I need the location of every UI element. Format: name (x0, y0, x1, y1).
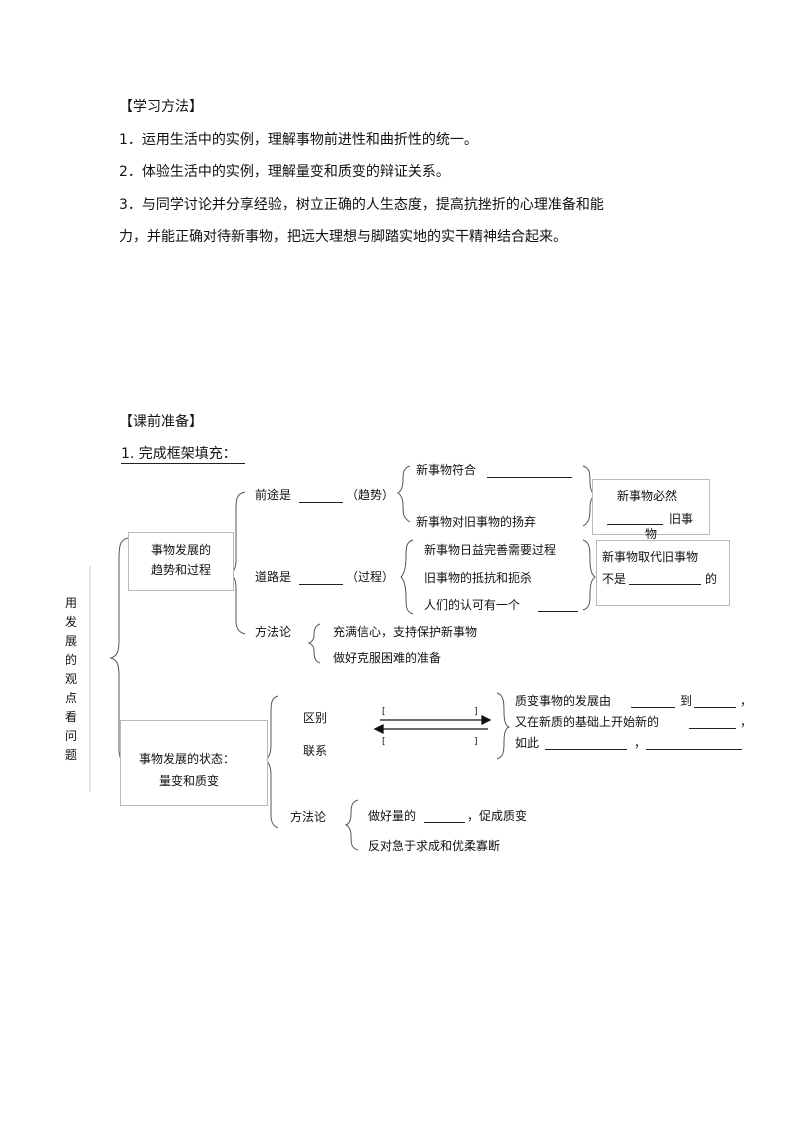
root-char: 用 (64, 596, 77, 610)
replace-box-line2a: 不是 (602, 572, 627, 586)
replace-blank[interactable] (629, 584, 701, 585)
study-method-item-3-cont: 力，并能正确对待新事物，把远大理想与脚踏实地的实干精神结合起来。 (119, 229, 567, 245)
arrow-bracket-1: [ (382, 707, 386, 717)
road-blank[interactable] (299, 584, 343, 585)
branch1-box-line2: 趋势和过程 (151, 563, 212, 577)
method2-item-2: 反对急于求成和优柔寡断 (368, 839, 501, 853)
method2-item-1b: ，促成质变 (467, 809, 528, 823)
new-things-box: 新事物必然 旧事 物 (592, 479, 710, 541)
quality-blank-3[interactable] (689, 728, 736, 729)
root-char: 题 (64, 748, 77, 762)
quality-line2b: ， (740, 715, 753, 729)
road-item-1: 新事物日益完善需要过程 (424, 543, 557, 557)
study-method-item-2: 2．体验生活中的实例，理解量变和质变的辩证关系。 (119, 164, 450, 180)
future-blank[interactable] (299, 502, 343, 503)
replace-box-line2b: 的 (705, 572, 718, 586)
quality-line3b: ， (634, 736, 647, 750)
method1-item-2: 做好克服困难的准备 (333, 651, 442, 665)
study-method-item-1: 1．运用生活中的实例，理解事物前进性和曲折性的统一。 (119, 132, 478, 148)
branch1-box: 事物发展的 趋势和过程 (128, 532, 234, 591)
method1-brace (307, 623, 321, 664)
link-label: 联系 (303, 744, 328, 758)
arrow-bracket-2: ] (474, 707, 478, 717)
quality-line1b: 到 (680, 694, 693, 708)
branch2-box: 事物发展的状态： 量变和质变 (120, 720, 268, 806)
quality-blank-1[interactable] (631, 707, 675, 708)
branch2-box-line1: 事物发展的状态： (139, 752, 236, 766)
new-things-box-line1: 新事物必然 (617, 489, 678, 503)
root-char: 展 (64, 634, 77, 648)
root-char: 点 (64, 691, 77, 705)
method2-item-1a: 做好量的 (368, 809, 417, 823)
quality-line3a: 如此 (515, 736, 540, 750)
root-brace (109, 537, 129, 765)
future-label: 前途是 (255, 488, 292, 502)
future-item-2: 新事物对旧事物的扬弃 (416, 515, 537, 529)
quality-line1a: 质变事物的发展由 (515, 694, 612, 708)
replace-box-line1: 新事物取代旧事物 (602, 550, 699, 564)
method2-brace (344, 799, 359, 851)
road-item-3-blank[interactable] (538, 611, 578, 612)
root-char: 问 (64, 729, 77, 743)
quality-line2a: 又在新质的基础上开始新的 (515, 715, 660, 729)
arrow-bracket-3: [ (382, 737, 386, 747)
replace-box: 新事物取代旧事物 不是 的 (596, 540, 730, 606)
quality-brace (496, 692, 511, 760)
root-char: 看 (64, 710, 77, 724)
root-char: 的 (64, 653, 77, 667)
new-things-box-line2: 旧事 (669, 512, 694, 526)
road-right-brace (582, 539, 596, 611)
quality-blank-2[interactable] (694, 707, 736, 708)
road-paren: （过程） (346, 570, 395, 584)
study-method-item-3: 3．与同学讨论并分享经验，树立正确的人生态度，提高抗挫折的心理准备和能 (119, 197, 604, 213)
root-char: 观 (64, 672, 77, 686)
branch1-box-line1: 事物发展的 (151, 543, 212, 557)
diff-label: 区别 (303, 711, 328, 725)
road-item-2: 旧事物的抵抗和扼杀 (424, 571, 533, 585)
arrow-bracket-4: ] (474, 737, 478, 747)
road-label: 道路是 (255, 570, 292, 584)
branch2-box-line2: 量变和质变 (159, 774, 220, 788)
future-item-1: 新事物符合 (416, 463, 477, 477)
road-item-3: 人们的认可有一个 (424, 598, 521, 612)
future-brace (397, 465, 411, 523)
method2-label: 方法论 (290, 810, 327, 824)
study-methods-heading: 【学习方法】 (119, 99, 203, 115)
root-title: 用 发 展 的 观 点 看 问 题 (63, 594, 79, 765)
method1-item-1: 充满信心，支持保护新事物 (333, 625, 478, 639)
new-things-box-line3: 物 (645, 527, 658, 541)
quality-blank-4[interactable] (545, 749, 627, 750)
new-things-blank[interactable] (607, 524, 663, 525)
preparation-heading: 【课前准备】 (119, 414, 203, 430)
method2-blank[interactable] (424, 822, 465, 823)
root-char: 发 (64, 615, 77, 629)
method1-label: 方法论 (255, 625, 292, 639)
future-item-1-blank[interactable] (487, 477, 572, 478)
quality-blank-5[interactable] (646, 749, 742, 750)
road-brace (400, 539, 414, 615)
quality-line1c: ， (740, 694, 753, 708)
preparation-task: 1. 完成框架填充： (121, 445, 245, 464)
future-paren: （趋势） (346, 488, 395, 502)
